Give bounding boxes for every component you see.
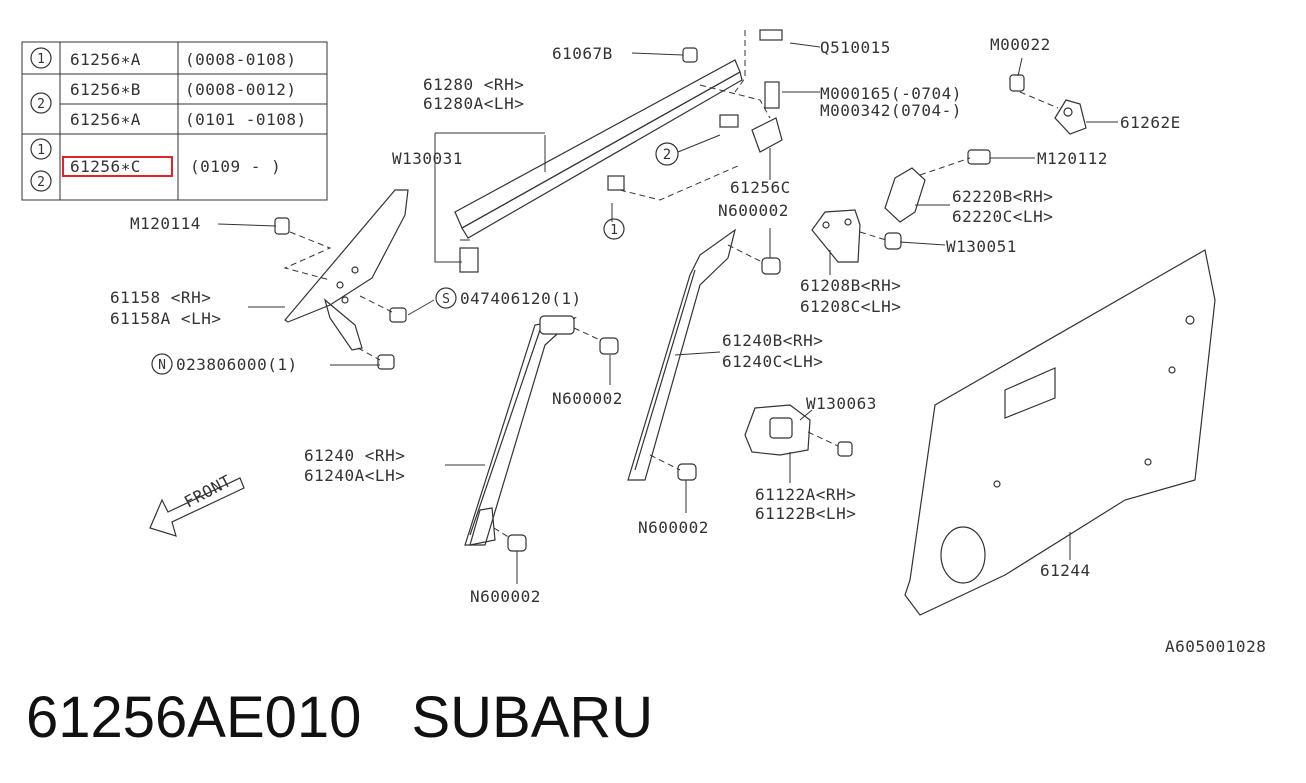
- part-61244-panel: [904, 249, 1216, 616]
- table-range-2: (0008-0012): [185, 80, 296, 99]
- part-62220-stop: [884, 149, 991, 223]
- label-n600002-bottom[interactable]: N600002: [470, 587, 541, 606]
- table-key-2b: 2: [37, 175, 45, 190]
- highlight-box: [62, 156, 173, 177]
- caption-brand: SUBARU: [411, 685, 654, 750]
- callout-1-text: 1: [610, 223, 618, 238]
- label-61158a-lh[interactable]: 61158A <LH>: [110, 309, 221, 328]
- leader-lines: [217, 42, 1118, 584]
- table-key-1: 1: [37, 52, 45, 67]
- caption-part-number: 61256AE010: [26, 685, 362, 750]
- label-w130051[interactable]: W130051: [946, 237, 1017, 256]
- part-61280-sash: [454, 59, 743, 273]
- label-q510015[interactable]: Q510015: [820, 38, 891, 57]
- table-part-4-highlighted[interactable]: 61256∗C: [70, 157, 141, 176]
- label-61262e[interactable]: 61262E: [1120, 113, 1181, 132]
- label-023806000[interactable]: 023806000(1): [176, 355, 298, 374]
- label-61122a[interactable]: 61122A<RH>: [755, 485, 856, 504]
- table-key-1b: 1: [37, 143, 45, 158]
- exploded-view-diagram: 1 2 1 2 61256∗A (0008-0108) 61256∗B (000…: [21, 29, 1266, 656]
- table-range-3: (0101 -0108): [185, 110, 307, 129]
- label-m120112[interactable]: M120112: [1037, 149, 1108, 168]
- part-61240-rail: [464, 315, 619, 552]
- label-w130031[interactable]: W130031: [392, 149, 463, 168]
- part-61122-lock: [744, 404, 853, 457]
- label-m000165[interactable]: M000165(-0704): [820, 84, 962, 103]
- label-61208c[interactable]: 61208C<LH>: [800, 297, 901, 316]
- table-part-1[interactable]: 61256∗A: [70, 50, 141, 69]
- label-61280-rh[interactable]: 61280 <RH>: [423, 75, 524, 94]
- part-61262e-clip: [1009, 74, 1087, 135]
- callout-labels: 61067B Q510015 M000165(-0704) M000342(07…: [110, 35, 1266, 656]
- label-n600002-mid[interactable]: N600002: [552, 389, 623, 408]
- front-arrow: FRONT: [149, 471, 245, 537]
- label-61240-rh[interactable]: 61240 <RH>: [304, 446, 405, 465]
- callout-circle-2: [655, 142, 679, 166]
- label-61158-rh[interactable]: 61158 <RH>: [110, 288, 211, 307]
- table-part-2[interactable]: 61256∗B: [70, 80, 141, 99]
- table-part-3[interactable]: 61256∗A: [70, 110, 141, 129]
- part-61208-bracket: [811, 209, 902, 263]
- label-62220c[interactable]: 62220C<LH>: [952, 207, 1053, 226]
- part-caption: 61256AE010 SUBARU: [26, 684, 703, 751]
- callout-circle-s: [435, 287, 457, 309]
- label-m00022[interactable]: M00022: [990, 35, 1051, 54]
- label-n600002-top[interactable]: N600002: [718, 201, 789, 220]
- label-61280a-lh[interactable]: 61280A<LH>: [423, 94, 524, 113]
- callout-circle-n: [151, 353, 173, 375]
- label-61240b[interactable]: 61240B<RH>: [722, 331, 823, 350]
- label-61208b[interactable]: 61208B<RH>: [800, 276, 901, 295]
- part-61158-bracket: [274, 189, 409, 370]
- label-w130063[interactable]: W130063: [806, 394, 877, 413]
- label-61244[interactable]: 61244: [1040, 561, 1091, 580]
- label-61122b[interactable]: 61122B<LH>: [755, 504, 856, 523]
- table-key-2: 2: [37, 97, 45, 112]
- part-61240b-rail: [627, 228, 781, 481]
- label-m000342[interactable]: M000342(0704-): [820, 101, 962, 120]
- label-047406120[interactable]: 047406120(1): [460, 289, 582, 308]
- callout-s-text: S: [442, 292, 450, 307]
- label-61240c[interactable]: 61240C<LH>: [722, 352, 823, 371]
- table-range-4: (0109 - ): [190, 157, 281, 176]
- label-61067b[interactable]: 61067B: [552, 44, 613, 63]
- callout-circle-1: [603, 218, 625, 240]
- table-range-1: (0008-0108): [185, 50, 296, 69]
- label-m120114[interactable]: M120114: [130, 214, 201, 233]
- diagram-id: A605001028: [1165, 637, 1266, 656]
- label-n600002-right[interactable]: N600002: [638, 518, 709, 537]
- callout-2-text: 2: [663, 147, 671, 163]
- label-61240a-lh[interactable]: 61240A<LH>: [304, 466, 405, 485]
- callout-n-text: N: [158, 358, 166, 373]
- parts-table: 1 2 1 2 61256∗A (0008-0108) 61256∗B (000…: [21, 41, 328, 201]
- label-61256c[interactable]: 61256C: [730, 178, 791, 197]
- label-62220b[interactable]: 62220B<RH>: [952, 187, 1053, 206]
